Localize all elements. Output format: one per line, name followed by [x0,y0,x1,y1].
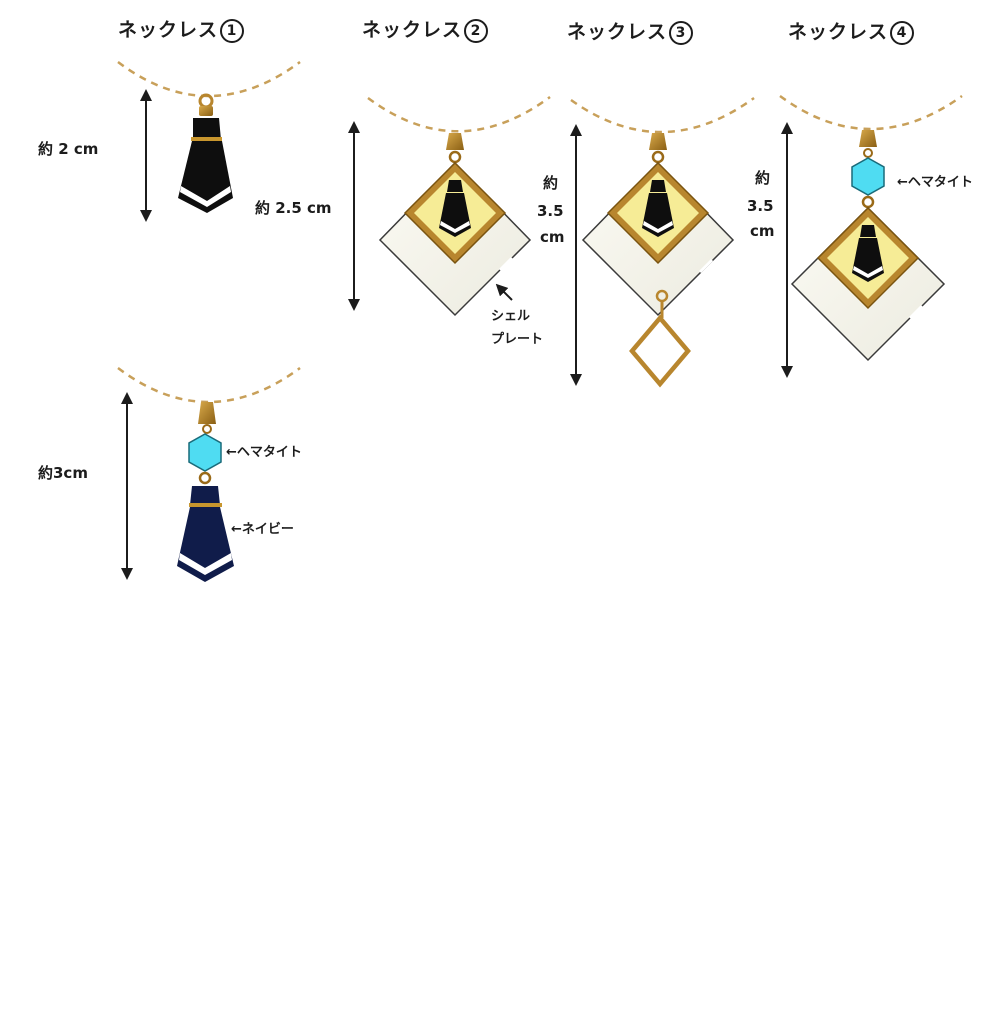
pendant-necklace-3 [581,133,735,388]
pendant-necklace-5 [177,402,234,582]
chain-necklace-1 [117,60,301,98]
pendant-necklace-2 [378,133,532,317]
pendant-necklace-1 [178,93,233,213]
title-necklace-1-text: ネックレス [118,19,219,41]
title-necklace-3-number: 3 [669,20,694,45]
title-necklace-2-number: 2 [464,18,489,43]
title-necklace-4-number: 4 [890,20,915,45]
hematite-note-necklace-5: ←ヘマタイト [226,445,302,460]
hematite-hexagon-necklace-4 [851,157,885,196]
size-label-necklace-4-l3: cm [750,222,775,240]
hematite-note-necklace-4: ←ヘマタイト [897,175,973,190]
size-label-necklace-3-l3: cm [540,228,565,246]
chain-necklace-2 [367,95,551,133]
hematite-hexagon-necklace-5 [188,433,222,472]
shell-plate-pointer-arrow [495,283,513,301]
chain-necklace-3 [570,96,755,134]
shell-plate-note-line2: プレート [491,332,544,347]
size-label-necklace-2: 約 2.5 cm [255,199,332,217]
size-label-necklace-1: 約 2 cm [38,140,99,158]
title-necklace-3-text: ネックレス [567,21,668,43]
size-label-necklace-5: 約3cm [38,464,88,482]
shell-plate-note-line1: シェル [491,309,531,324]
navy-note-necklace-5: ←ネイビー [231,522,294,537]
title-necklace-2-text: ネックレス [362,19,463,41]
pendant-necklace-4 [790,130,946,362]
size-label-necklace-4-l2: 3.5 [747,197,774,215]
size-label-necklace-3-l1: 約 [543,174,559,192]
size-label-necklace-4-l1: 約 [755,169,771,187]
chain-necklace-4 [779,94,963,131]
chain-necklace-5 [117,366,301,404]
title-necklace-1-number: 1 [220,18,245,43]
title-necklace-4-text: ネックレス [788,21,889,43]
size-label-necklace-3-l2: 3.5 [537,202,564,220]
